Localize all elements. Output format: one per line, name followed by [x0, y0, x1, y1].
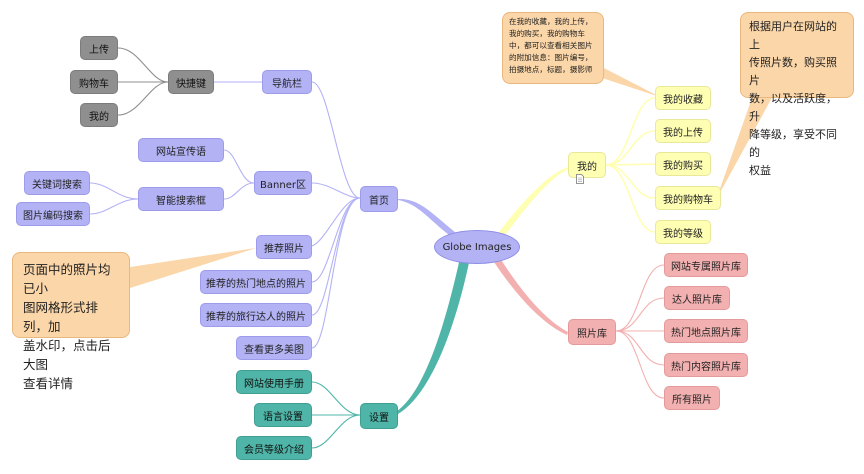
home-node[interactable]: 首页: [360, 186, 398, 212]
my-uploads-node[interactable]: 我的上传: [655, 119, 711, 143]
code-search-node[interactable]: 图片编码搜索: [16, 202, 90, 226]
my-favorites-node[interactable]: 我的收藏: [655, 86, 711, 110]
settings-membership-node[interactable]: 会员等级介绍: [236, 436, 312, 460]
gallery-hotspot-node[interactable]: 热门地点照片库: [664, 319, 748, 343]
mine-branch: [494, 167, 569, 242]
my-level-node[interactable]: 我的等级: [655, 220, 711, 244]
mine-note-callout: [590, 68, 660, 97]
photo-note-callout: [124, 248, 256, 290]
mine-note: 在我的收藏，我的上传， 我的购买，我的购物车 中，都可以查看相关图片 的附加信息…: [502, 12, 604, 84]
root-node[interactable]: Globe Images: [434, 230, 520, 264]
shortcut-upload-node[interactable]: 上传: [80, 36, 118, 60]
gallery-trending-node[interactable]: 热门内容照片库: [664, 353, 748, 377]
photo-note: 页面中的照片均已小 图网格形式排列，加 盖水印，点击后大图 查看详情: [12, 252, 130, 391]
gallery-all-node[interactable]: 所有照片: [664, 386, 720, 410]
recommend-traveler-node[interactable]: 推荐的旅行达人的照片: [200, 303, 312, 327]
my-purchases-node[interactable]: 我的购买: [655, 152, 711, 176]
recommend-hotspot-node[interactable]: 推荐的热门地点的照片: [200, 270, 312, 294]
gallery-exclusive-node[interactable]: 网站专属照片库: [664, 253, 748, 277]
gallery-node[interactable]: 照片库: [568, 319, 616, 345]
mine-node[interactable]: 我的: [568, 152, 606, 178]
settings-language-node[interactable]: 语言设置: [254, 403, 312, 427]
level-note: 根据用户在网站的上 传照片数，购买照片 数，以及活跃度，升 降等级，享受不同的 …: [740, 12, 854, 177]
settings-branch: [396, 258, 470, 414]
my-cart-node[interactable]: 我的购物车: [655, 186, 721, 210]
more-photos-node[interactable]: 查看更多美图: [236, 336, 312, 360]
gallery-traveler-node[interactable]: 达人照片库: [664, 286, 730, 310]
recommend-photos-node[interactable]: 推荐照片: [256, 235, 312, 259]
settings-node[interactable]: 设置: [360, 403, 398, 429]
navbar-node[interactable]: 导航栏: [262, 70, 312, 94]
shortcut-cart-node[interactable]: 购物车: [70, 70, 118, 94]
banner-node[interactable]: Banner区: [254, 171, 312, 195]
home-branch: [398, 198, 460, 240]
level-note-callout: [716, 94, 774, 200]
shortcut-mine-node[interactable]: 我的: [80, 103, 118, 127]
smart-search-node[interactable]: 智能搜索框: [138, 187, 224, 211]
document-icon: [576, 174, 584, 184]
shortcuts-node[interactable]: 快捷键: [168, 70, 214, 94]
gallery-branch: [494, 258, 568, 335]
settings-manual-node[interactable]: 网站使用手册: [236, 370, 312, 394]
keyword-search-node[interactable]: 关键词搜索: [24, 171, 90, 195]
slogan-node[interactable]: 网站宣传语: [138, 138, 224, 162]
